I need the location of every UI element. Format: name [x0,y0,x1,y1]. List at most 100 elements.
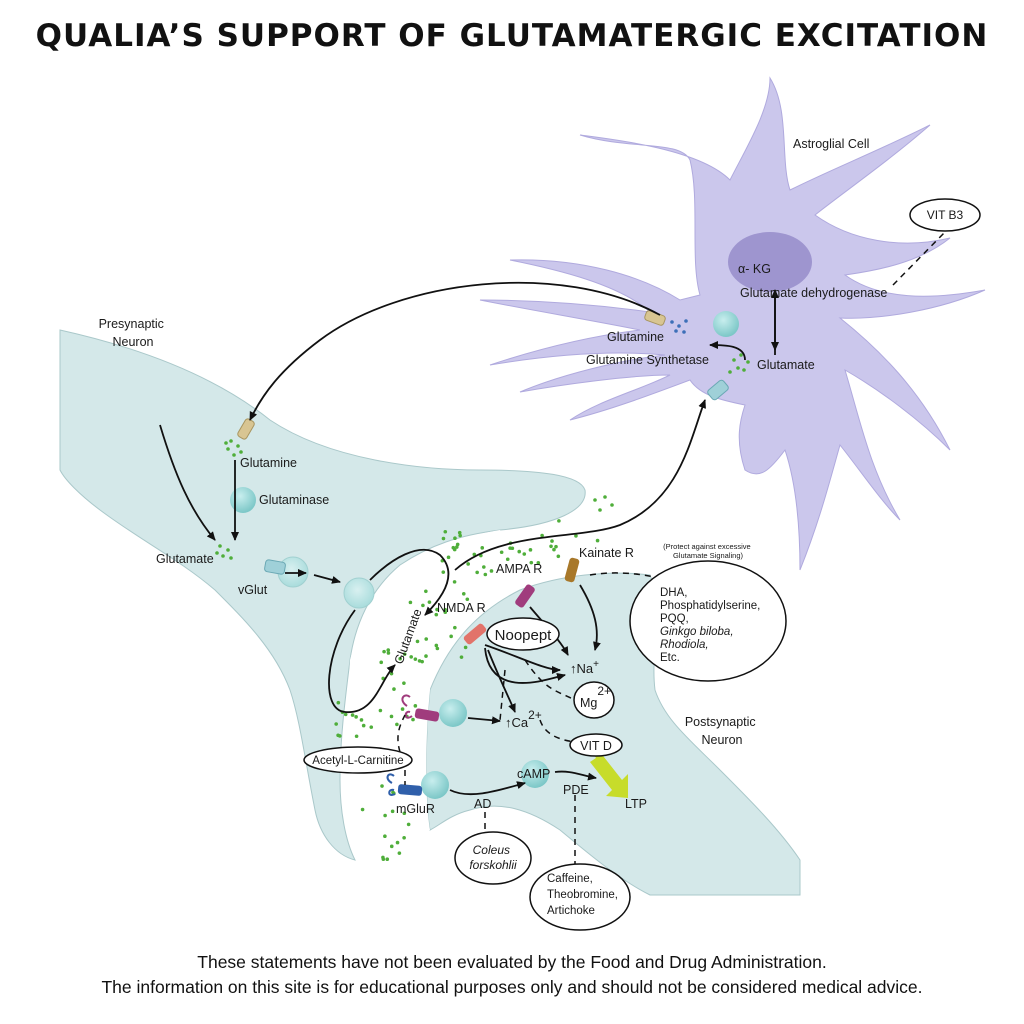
astroglial-cell-label: Astroglial Cell [793,137,869,151]
molecule-dot [435,607,439,612]
glutamine-synthetase-enzyme [713,311,739,337]
mglur-receptor-lower [397,784,423,796]
molecule-dot [397,851,402,855]
diagram-title: QUALIA’S SUPPORT OF GLUTAMATERGIC EXCITA… [35,18,989,54]
molecule-dot [369,725,374,729]
molecule-dot [382,649,386,654]
molecule-dot [411,717,415,722]
noopept-bubble [486,617,560,651]
molecule-dot [452,580,457,584]
glutamate-dehydrogenase-label: Glutamate dehydrogenase [740,286,887,300]
ampa-receptor [515,584,535,608]
presynaptic-neuron [59,329,586,861]
nmda-receptor [463,623,487,645]
mg-bubble [573,681,615,719]
molecule-dot [677,324,681,328]
astrocyte-glutamine-label: Glutamine [607,330,664,344]
molecule-dot [380,784,384,788]
molecule-dot [674,329,678,333]
molecule-dot [378,708,383,713]
molecule-dot [221,554,225,558]
vit-b3-label: VIT B3 [927,208,964,222]
presynaptic-neuron-label: Presynaptic Neuron [99,317,168,349]
ad-label: AD [474,797,491,811]
glutamate-transporter-astrocyte [707,379,729,401]
molecule-dot [361,723,366,728]
molecule-dot [443,529,448,534]
molecule-dot [389,844,394,849]
postsynaptic-neuron-label: Postsynaptic Neuron [685,715,759,747]
glutaminase-label: Glutaminase [259,493,329,507]
molecule-dot [441,570,446,574]
molecule-dot [482,565,486,569]
molecule-dot [334,722,338,726]
nmda-r-label: NMDA R [437,601,486,615]
glutamine-synthetase-label: Glutamine Synthetase [586,353,709,367]
molecule-dot [415,639,420,644]
molecule-dot [232,453,236,457]
neurotransmitter-dots [215,319,750,862]
molecule-dot [540,533,544,538]
molecule-dot [556,554,561,559]
disclaimer-line-2: The information on this site is for educ… [101,977,923,997]
camp-molecule [521,760,549,788]
molecule-dot [499,550,504,555]
molecule-dot [239,450,243,454]
molecule-dot [528,548,533,552]
alpha-kg-label: α- KG [738,262,771,276]
molecule-dot [455,545,459,549]
coleus-bubble [454,831,532,885]
molecule-dot [610,503,614,507]
molecule-dot [424,654,428,658]
molecule-dot [427,600,432,604]
molecule-dot [424,589,428,594]
molecule-dot [392,687,396,691]
protect-note: (Protect against excessive Glutamate Sig… [663,542,753,560]
molecule-dot [435,646,440,651]
molecule-dot [446,555,451,560]
molecule-dot [360,807,365,812]
pde-inhibitor-label: Caffeine, Theobromine, Artichoke [547,873,621,917]
molecule-dot [739,353,743,357]
molecule-dot [557,519,561,523]
molecule-dot [417,659,422,663]
molecule-dot [413,704,418,708]
molecule-dot [529,560,534,565]
molecule-dot [742,368,746,372]
protective-supplements-list: DHA, Phosphatidylserine, PQQ, Ginkgo bil… [660,587,764,664]
molecule-dot [453,625,457,630]
molecule-dot [461,592,466,596]
molecule-dot [459,655,464,659]
molecule-dot [389,714,394,719]
ltp-label: LTP [625,797,647,811]
molecule-dot [517,549,522,554]
molecule-dot [536,561,541,565]
molecule-dot [229,556,233,560]
mglur-receptor-upper [414,708,440,722]
molecule-dot [383,834,387,839]
coleus-label: Coleus forskohlii [469,843,517,872]
acetyl-l-carnitine-label: Acetyl-L-Carnitine [312,755,403,767]
molecule-dot [728,370,732,374]
molecule-dot [395,722,399,727]
molecule-dot [424,637,429,641]
molecule-dot [354,715,358,719]
kainate-r-label: Kainate R [579,546,634,560]
molecule-dot [684,319,688,323]
astrocyte-nucleus [728,232,812,292]
molecule-dot [224,441,228,445]
na-ion-label: ↑Na+ [570,659,599,676]
molecule-dot [489,569,494,573]
molecule-dot [229,439,233,443]
molecule-dot [434,612,439,617]
molecule-dot [215,551,219,555]
pde-label: PDE [563,783,589,797]
molecule-dot [453,536,457,541]
molecule-dot [398,656,402,661]
presynaptic-glutamine-label: Glutamine [240,456,297,470]
mg-ion-label: Mg2+ [580,684,611,710]
molecule-dot [343,712,348,717]
molecule-dot [409,655,414,659]
molecule-dot [443,607,447,612]
vglut-transporter [264,559,286,575]
